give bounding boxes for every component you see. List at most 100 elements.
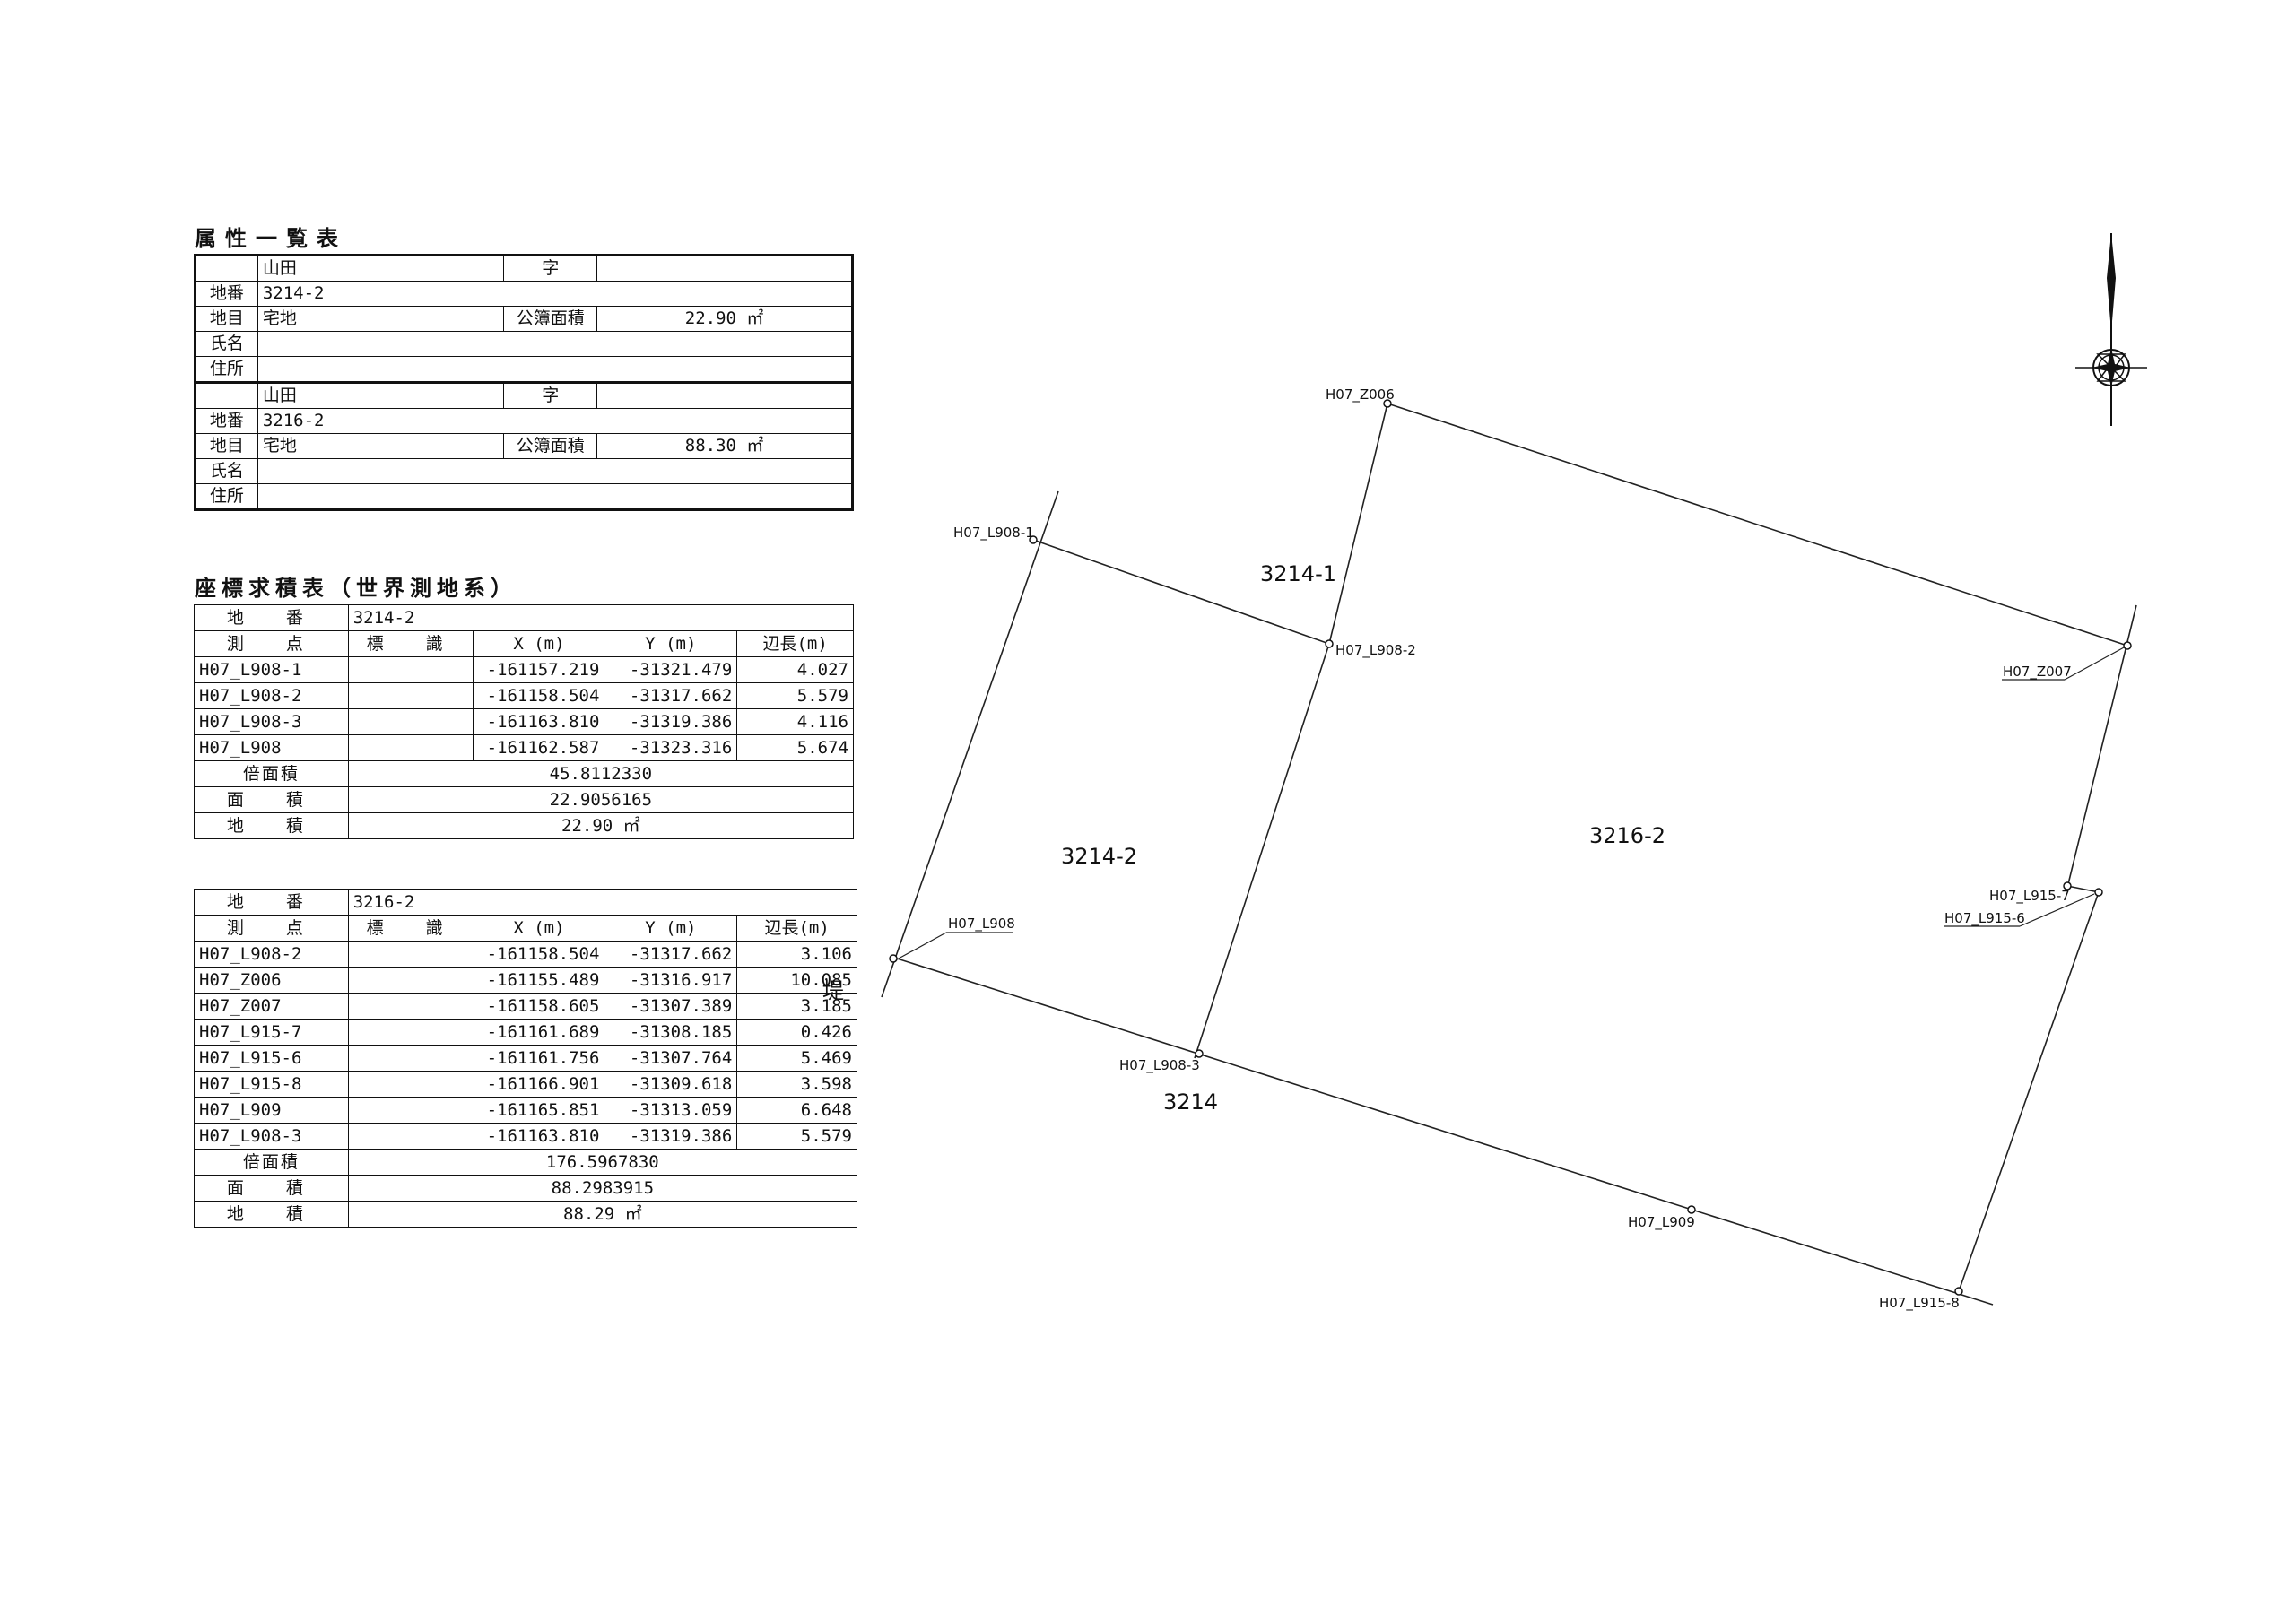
koubo-label: 公簿面積 (503, 433, 598, 459)
chiban-label: 地番 (195, 281, 258, 307)
name-value (257, 331, 854, 357)
parcel-label: 3214-2 (1061, 844, 1137, 869)
chiban-value: 3216-2 (257, 408, 854, 434)
double-area-value: 45.8112330 (347, 760, 855, 787)
boundary-line (893, 957, 1994, 1306)
area-value: 88.2983915 (347, 1175, 858, 1202)
survey-point (2123, 641, 2132, 650)
address-label: 住所 (195, 483, 258, 510)
chiban-value: 3214-2 (257, 281, 854, 307)
survey-point (889, 954, 898, 963)
boundary-line (1194, 643, 1330, 1059)
address-value (257, 483, 854, 510)
table-row: H07_L915-8 -161166.901 -31309.618 3.598 (194, 1071, 857, 1098)
aza-value (596, 381, 853, 409)
table-row: H07_L915-7 -161161.689 -31308.185 0.426 (194, 1019, 857, 1046)
survey-point (1325, 639, 1334, 648)
koubo-label: 公簿面積 (503, 306, 598, 332)
boundary-line (1958, 891, 2100, 1292)
point-header: 測 点 (194, 915, 349, 942)
table-row: H07_L908-2 -161158.504 -31317.662 3.106 (194, 941, 857, 968)
address-value (257, 356, 854, 383)
point-label: H07_L915-7 (1989, 888, 2070, 905)
chiban-value: 3216-2 (347, 889, 858, 916)
point-label: H07_L908-2 (1335, 642, 1416, 659)
survey-point (1195, 1049, 1204, 1058)
aza-label: 字 (503, 381, 598, 409)
area-name: 山田 (257, 255, 505, 282)
point-label: H07_L908-3 (1119, 1057, 1200, 1074)
chimoku-value: 宅地 (257, 306, 505, 332)
name-label: 氏名 (195, 331, 258, 357)
marker-header: 標 識 (347, 630, 474, 657)
name-label: 氏名 (195, 458, 258, 484)
chiban-header: 地 番 (194, 889, 349, 916)
survey-point (2094, 888, 2103, 897)
coord-table-3216-2: 地 番 3216-2 測 点 標 識 X (m) Y (m) 辺長(m) H07… (194, 889, 858, 1228)
table-row: H07_L908 -161162.587 -31323.316 5.674 (194, 734, 854, 761)
parcel-label: 3214 (1163, 1089, 1218, 1115)
point-label: H07_Z007 (2003, 664, 2072, 681)
boundary-line (2066, 885, 2100, 893)
table-row: H07_L908-3 -161163.810 -31319.386 4.116 (194, 708, 854, 735)
point-label: H07_L908-1 (953, 525, 1034, 542)
chiseki-value: 22.90 ㎡ (347, 812, 855, 839)
area-label: 面 積 (194, 1175, 349, 1202)
leader-lines (896, 646, 2126, 960)
chiseki-label: 地 積 (194, 812, 349, 839)
table-row: H07_Z007 -161158.605 -31307.389 3.185 (194, 993, 857, 1020)
point-labels: H07_Z006 H07_L908-1 H07_L908-2 H07_Z007 … (948, 386, 2072, 1312)
survey-point (2063, 881, 2072, 890)
table-row: H07_L908-2 -161158.504 -31317.662 5.579 (194, 682, 854, 709)
compass-rose-icon (2075, 233, 2147, 426)
point-label: H07_L909 (1628, 1214, 1695, 1231)
parcel-label: 堤 (822, 978, 844, 1003)
parcel-label: 3216-2 (1589, 823, 1665, 848)
chiseki-value: 88.29 ㎡ (347, 1201, 858, 1228)
koubo-value: 88.30 ㎡ (596, 433, 853, 459)
attribute-table-title: 属性一覧表 (195, 226, 347, 251)
y-header: Y (m) (604, 630, 738, 657)
survey-point (1954, 1287, 1963, 1296)
y-header: Y (m) (604, 915, 738, 942)
double-area-value: 176.5967830 (347, 1149, 858, 1176)
table-row: H07_L908-3 -161163.810 -31319.386 5.579 (194, 1123, 857, 1150)
survey-point (1383, 399, 1392, 408)
leader-line (896, 932, 947, 960)
parcel-label: 3214-1 (1260, 561, 1336, 586)
marker-header: 標 識 (347, 915, 474, 942)
area-name: 山田 (257, 381, 505, 409)
boundary-line (881, 490, 1059, 998)
boundary-line (1328, 403, 1388, 645)
point-label: H07_L915-6 (1944, 910, 2025, 927)
survey-points (889, 399, 2132, 1296)
chiban-header: 地 番 (194, 604, 349, 631)
koubo-value: 22.90 ㎡ (596, 306, 853, 332)
point-label: H07_L915-8 (1879, 1295, 1960, 1312)
chiseki-label: 地 積 (194, 1201, 349, 1228)
area-label: 面 積 (194, 786, 349, 813)
table-row: H07_L909 -161165.851 -31313.059 6.648 (194, 1097, 857, 1124)
point-label: H07_L908 (948, 916, 1015, 933)
chimoku-label: 地目 (195, 433, 258, 459)
attribute-parcel-1: 山田 字 地番 3214-2 地目 宅地 公簿面積 22.90 ㎡ 氏名 住所 (195, 255, 854, 383)
x-header: X (m) (473, 915, 605, 942)
x-header: X (m) (473, 630, 605, 657)
parcel-boundaries (881, 403, 2137, 1306)
aza-label: 字 (503, 255, 598, 282)
survey-point (1029, 535, 1038, 544)
boundary-line (1032, 539, 1330, 645)
boundary-line (2066, 604, 2137, 889)
survey-point (1687, 1205, 1696, 1214)
coord-table-3214-2: 地 番 3214-2 測 点 標 識 X (m) Y (m) 辺長(m) H07… (194, 604, 855, 839)
point-header: 測 点 (194, 630, 349, 657)
coord-table-title: 座標求積表（世界測地系） (195, 576, 517, 601)
attribute-table: 山田 字 地番 3214-2 地目 宅地 公簿面積 22.90 ㎡ 氏名 住所 … (194, 254, 854, 511)
boundary-line (1387, 403, 2128, 647)
leader-line (2019, 893, 2095, 927)
parcel-labels: 3214-1 3214-2 3216-2 3214 堤 (822, 561, 1665, 1115)
leader-line (2064, 646, 2126, 681)
attribute-parcel-2: 山田 字 地番 3216-2 地目 宅地 公簿面積 88.30 ㎡ 氏名 住所 (195, 381, 854, 510)
point-label: H07_Z006 (1326, 386, 1395, 404)
